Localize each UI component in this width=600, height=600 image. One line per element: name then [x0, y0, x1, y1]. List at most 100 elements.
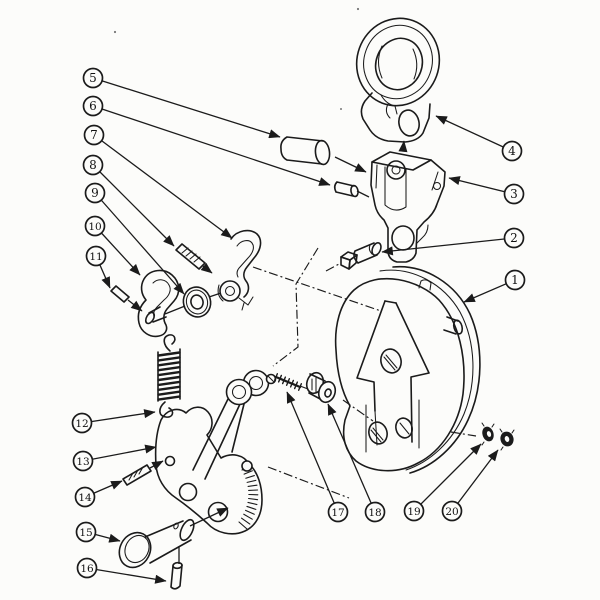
line-art-stroke: [348, 254, 358, 270]
line-art-stroke: [325, 263, 340, 272]
detail-stroke: [289, 379, 295, 388]
line-art-stroke: [395, 417, 413, 439]
line-art-stroke: [363, 24, 433, 100]
callout-number-19: 19: [407, 506, 420, 518]
line-art-stroke: [391, 225, 415, 251]
callout-circle-14: [74, 486, 96, 508]
callout-10-handle: 10: [84, 215, 141, 276]
callout-circle-20: [441, 500, 463, 522]
callout-15-clevis-pin: 15: [75, 521, 121, 543]
callout-2-grooved-pin: 2: [381, 227, 525, 256]
detail-stroke: [157, 390, 181, 396]
line-art-stroke: [368, 244, 373, 255]
callout-9-washer: 9: [84, 182, 185, 295]
detail-stroke: [157, 361, 181, 367]
line-art-stroke: [128, 466, 144, 481]
leader-line-8: [92, 164, 175, 247]
leader-line-12: [81, 409, 156, 424]
callout-number-15: 15: [79, 527, 92, 539]
callout-number-7: 7: [90, 128, 98, 142]
line-art-stroke: [173, 522, 179, 530]
line-art-stroke: [207, 501, 229, 523]
line-art-stroke: [182, 286, 212, 318]
leader-line-5: [92, 77, 281, 139]
detail-stroke: [281, 376, 287, 385]
leader-line-18: [327, 403, 376, 513]
detail-stroke: [157, 375, 181, 382]
callout-circle-7: [83, 124, 105, 146]
part-hoist-ring: [355, 17, 441, 143]
assembly-axis-lines: [127, 140, 408, 564]
callout-circle-19: [403, 500, 425, 522]
detail-stroke: [157, 366, 181, 372]
part-clevis-pin: [118, 518, 195, 569]
line-art-stroke: [225, 378, 253, 406]
callout-11-spring-pin: 11: [85, 245, 111, 289]
screw-threads: [273, 373, 303, 391]
callout-circle-16: [76, 557, 98, 579]
part-latch-lever: [217, 229, 262, 311]
line-art-stroke: [175, 243, 206, 270]
line-art-stroke: [398, 140, 408, 153]
phantom-centerlines: [252, 247, 477, 499]
line-art-stroke: [163, 334, 176, 352]
detail-stroke: [157, 385, 181, 391]
line-art-stroke: [172, 561, 183, 570]
line-art-stroke: [385, 103, 391, 119]
callout-circle-15: [75, 521, 97, 543]
part-washer: [182, 286, 212, 318]
part-spring-pin-8: [175, 243, 206, 270]
detail-stroke: [277, 374, 283, 383]
callout-number-2: 2: [510, 231, 518, 245]
leader-line-9: [94, 192, 185, 295]
part-pin-2: [340, 241, 382, 270]
leader-line-10: [94, 225, 141, 276]
line-art-stroke: [342, 399, 374, 422]
detail-stroke: [285, 378, 291, 386]
callout-number-11: 11: [89, 251, 102, 263]
callout-number-13: 13: [76, 456, 89, 468]
callout-1-clamp-body: 1: [463, 269, 526, 303]
callout-circle-1: [504, 269, 526, 291]
callout-number-9: 9: [91, 186, 99, 200]
line-art-stroke: [379, 269, 474, 471]
line-art-stroke: [280, 136, 324, 165]
line-art-stroke: [241, 460, 253, 472]
line-art-stroke: [144, 311, 156, 325]
callout-16-roll-pin: 16: [76, 557, 167, 584]
callout-18-bushing: 18: [327, 403, 386, 523]
detail-stroke: [157, 370, 181, 377]
line-art-stroke: [355, 17, 441, 107]
callout-4-hoist-ring: 4: [435, 115, 523, 162]
leader-line-17: [286, 391, 339, 513]
part-spring-pin-14: [122, 464, 152, 486]
line-art-stroke: [152, 279, 171, 318]
line-art-stroke: [370, 159, 446, 263]
part-screw: [265, 373, 303, 391]
line-art-stroke: [124, 534, 150, 564]
callout-20-nut: 20: [441, 449, 499, 522]
line-art-stroke: [334, 156, 367, 173]
callout-circle-8: [82, 154, 104, 176]
line-art-stroke: [371, 151, 432, 171]
line-art-stroke: [499, 428, 515, 451]
line-art-stroke: [353, 242, 378, 264]
line-art-stroke: [383, 354, 398, 371]
line-art-stroke: [178, 482, 198, 502]
detail-stroke: [247, 501, 258, 506]
line-art-stroke: [185, 289, 209, 315]
line-art-stroke: [189, 507, 229, 527]
line-art-stroke: [450, 431, 477, 437]
callout-number-3: 3: [510, 187, 518, 201]
part-clamp-body: [334, 265, 481, 474]
line-art-stroke: [137, 269, 180, 338]
line-art-stroke: [267, 466, 350, 499]
line-art-stroke: [398, 109, 420, 137]
detail-stroke: [157, 380, 181, 387]
callout-number-4: 4: [508, 144, 516, 158]
callout-number-6: 6: [89, 99, 97, 113]
line-art-stroke: [127, 299, 143, 312]
